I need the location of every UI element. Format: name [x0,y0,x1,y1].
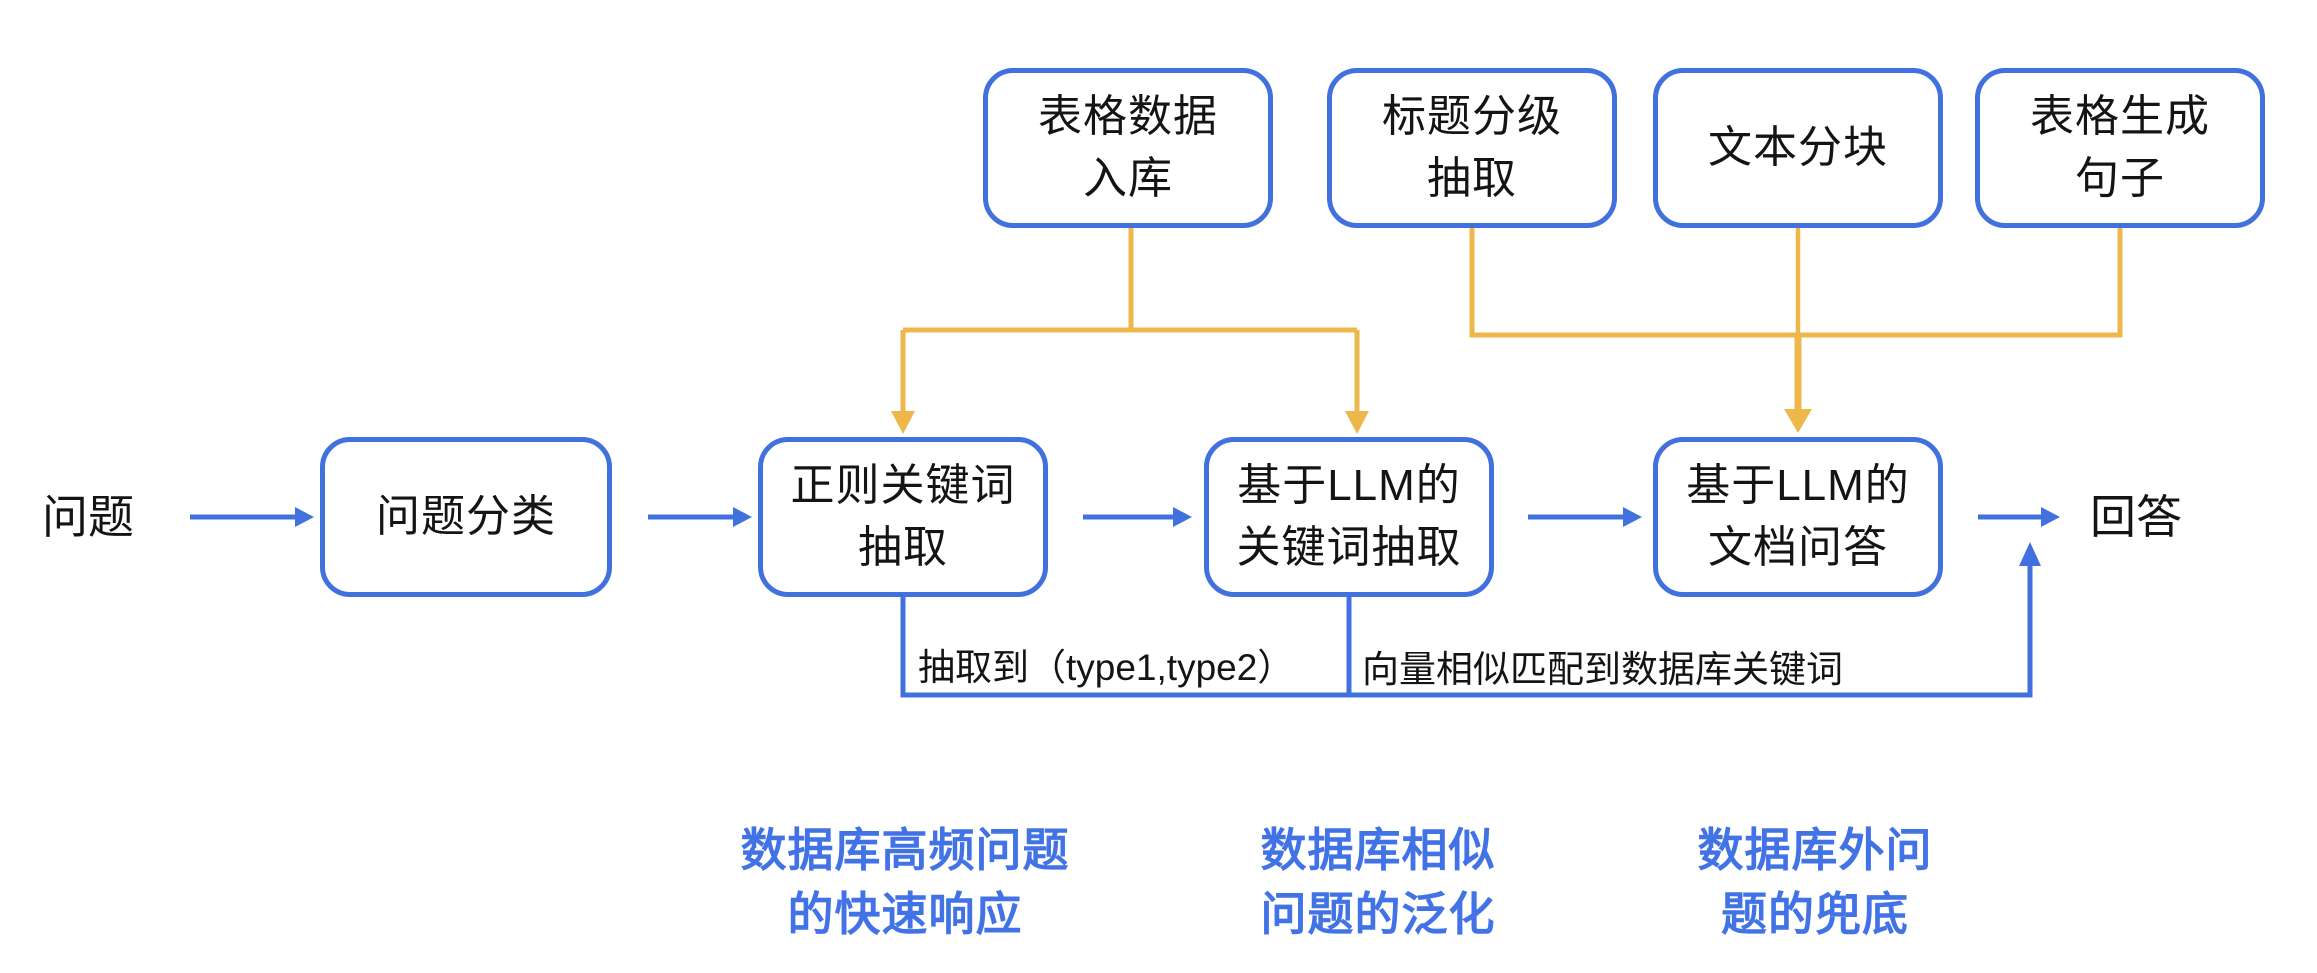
node-table-to-sentence: 表格生成 句子 [1975,68,2265,228]
yellow-split-ingest [900,228,1360,420]
node-question-classify: 问题分类 [320,437,612,597]
start-text-question: 问题 [42,491,134,543]
arrowhead-question-to-classify [295,507,314,527]
end-text-answer: 回答 [2090,491,2182,543]
node-table-data-ingest: 表格数据 入库 [983,68,1273,228]
node-title-hierarchy-extract: 标题分级 抽取 [1327,68,1617,228]
arrowhead-llm-keyword-to-doc-qa [1623,507,1642,527]
annotation-db-similar-generalize: 数据库相似 问题的泛化 [1260,824,1496,940]
edge-label-extracted-types: 抽取到（type1,type2） [918,647,1295,688]
edge-label-vector-match: 向量相似匹配到数据库关键词 [1362,649,1843,690]
yellow-arrowhead-to-regex [891,411,915,434]
node-regex-keyword-extract: 正则关键词 抽取 [758,437,1048,597]
node-text-chunking: 文本分块 [1653,68,1943,228]
annotation-db-outside-fallback: 数据库外问 题的兜底 [1697,824,1933,940]
arrowhead-bypass-to-answer [2019,542,2041,566]
annotation-db-frequent-response: 数据库高频问题 的快速响应 [740,824,1070,940]
arrowhead-classify-to-regex [733,507,752,527]
node-llm-keyword-extract: 基于LLM的 关键词抽取 [1204,437,1494,597]
yellow-arrowhead-to-doc-qa [1784,409,1812,433]
node-llm-doc-qa: 基于LLM的 文档问答 [1653,437,1943,597]
arrowhead-regex-to-llm-keyword [1173,507,1192,527]
bypass-path [900,556,2033,698]
yellow-arrowhead-to-llm-keyword [1345,411,1369,434]
arrowhead-doc-qa-to-answer [2041,507,2060,527]
